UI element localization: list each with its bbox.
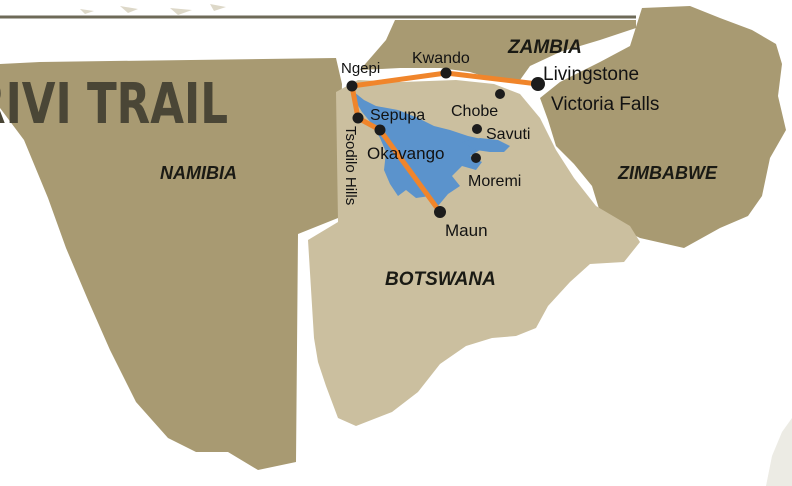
- country-label-namibia: NAMIBIA: [160, 163, 237, 183]
- trail-route-south: [349, 83, 443, 215]
- marker-ngepi: [346, 80, 358, 92]
- corner-texture: [766, 418, 792, 486]
- trail-title: RIVI TRAIL: [0, 72, 228, 137]
- marker-livingstone: [531, 77, 545, 91]
- marker-maun: [434, 206, 446, 218]
- marker-savuti: [472, 124, 482, 134]
- place-label-okavango: Okavango: [367, 144, 445, 163]
- place-label-chobe: Chobe: [451, 103, 498, 120]
- place-label-savuti: Savuti: [486, 126, 530, 143]
- zimbabwe-region: [540, 6, 786, 248]
- okavango-delta: [354, 92, 498, 206]
- marker-kwando: [440, 67, 452, 79]
- place-label-livingstone: Livingstone: [543, 64, 639, 85]
- marker-okavango: [374, 124, 386, 136]
- marker-moremi: [471, 153, 481, 163]
- linyanti-channel: [462, 138, 510, 152]
- grunge-texture: [80, 4, 226, 15]
- place-label-maun: Maun: [445, 221, 488, 240]
- country-label-zimbabwe: ZIMBABWE: [617, 163, 718, 183]
- zambia-region: [360, 20, 636, 80]
- country-label-botswana: BOTSWANA: [385, 269, 496, 290]
- namibia-region: [0, 58, 342, 470]
- place-label-sepupa: Sepupa: [370, 107, 425, 124]
- place-label-kwando: Kwando: [412, 50, 470, 67]
- place-label-tsodilo-hills: Tsodilo Hills: [342, 126, 359, 205]
- place-label-ngepi: Ngepi: [341, 60, 380, 77]
- marker-chobe: [495, 89, 505, 99]
- place-label-moremi: Moremi: [468, 173, 521, 190]
- marker-sepupa: [352, 112, 364, 124]
- country-label-zambia: ZAMBIA: [507, 37, 582, 58]
- place-label-victoria-falls: Victoria Falls: [551, 94, 659, 115]
